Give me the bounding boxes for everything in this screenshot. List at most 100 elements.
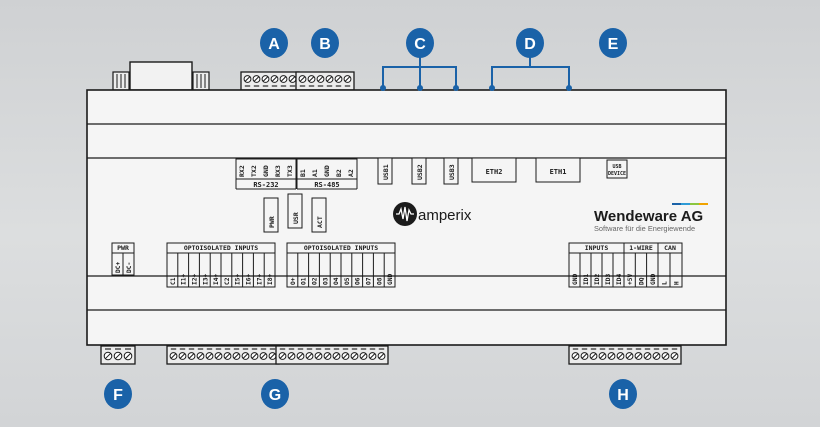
usb-port: USB3 [443,157,459,185]
pin-label: DC+ [115,262,122,273]
screw-icon [279,75,288,83]
ethernet-ports: ETH2 ETH1 [471,157,581,183]
pin-label: O4 [333,277,340,285]
led-label: USR [292,212,300,224]
screw-icon [296,352,305,360]
screw-icon [113,351,123,361]
screw-icon [252,75,261,83]
screw-icon [625,352,634,360]
screw-icon [169,352,178,360]
screw-icon [232,352,241,360]
screw-icon [350,352,359,360]
rs232-pin-label: RX2 [238,165,246,177]
pin-group-header: OPTOISOLATED INPUTS [184,244,258,252]
callout-e: E [599,28,627,58]
screw-icon [589,352,598,360]
screw-icon [196,352,205,360]
pin-label: GND [650,274,657,285]
screw-icon [243,75,252,83]
port-markers [380,85,572,91]
screw-icon [580,352,589,360]
screw-icon [287,352,296,360]
pin-label: C1 [170,277,177,285]
rs485-pin-label: B1 [299,169,307,177]
led-indicator: PWR [263,197,279,233]
screw-icon [298,75,307,83]
pin-label: O+ [290,277,297,285]
pin-label: ID4 [616,274,623,285]
rs232-pin-label: TX2 [250,165,258,177]
screw-icon [343,75,352,83]
usb-ports: USB1 USB2 USB3 [377,157,459,185]
screw-icon [616,352,625,360]
pin-label: O8 [376,277,383,285]
pin-label: I3+ [202,274,209,285]
screw-icon [205,352,214,360]
rs485-pin-label: A2 [347,169,355,177]
usb-port-label: USB3 [448,164,456,180]
company-slogan: Software für die Energiewende [594,224,695,233]
pin-group-header: CAN [664,244,676,252]
screw-icon [241,352,250,360]
wendeware-brand: Wendeware AG Software für die Energiewen… [594,203,708,233]
pin-label: GND [387,274,394,285]
callout-b: B [311,28,339,58]
led-indicator: USR [287,193,303,229]
screw-icon [316,75,325,83]
callout-d: D [516,28,544,58]
screw-icon [323,352,332,360]
screw-icon [368,352,377,360]
terminal-block-g-left [166,345,280,365]
rs485-label: RS-485 [314,181,339,189]
callout-d-label: D [524,36,536,53]
pin-label: O1 [301,277,308,285]
screw-icon [305,352,314,360]
rs485-pin-label: B2 [335,169,343,177]
screw-icon [250,352,259,360]
ethernet-port-label: ETH1 [550,168,567,176]
sub-d-connector [112,61,210,91]
led-indicator: ACT [311,197,327,233]
pin-label: O6 [355,277,362,285]
pin-label: ID1 [583,274,590,285]
pin-label: I6+ [246,274,253,285]
pin-group-header: INPUTS [585,244,609,252]
pin-label: I5+ [235,274,242,285]
led-label: ACT [316,216,324,228]
screw-icon [288,75,297,83]
terminal-block-g-right [275,345,389,365]
usb-port: USB2 [411,157,427,185]
callouts: A B C D E F G H [104,28,637,409]
usb-device-port: USB DEVICE [606,159,628,179]
screw-icon [325,75,334,83]
pin-label: O2 [312,277,319,285]
screw-icon [214,352,223,360]
callout-g: G [261,379,289,409]
pin-group-header: OPTOISOLATED INPUTS [304,244,378,252]
usb-port-label: USB1 [382,164,390,180]
callout-e-label: E [608,36,619,53]
pin-label: I4+ [213,274,220,285]
callout-g-label: G [269,387,281,404]
rs485-pin-label: A1 [311,169,319,177]
callout-leaders [382,56,570,88]
pin-label: I7+ [256,274,263,285]
screw-icon [359,352,368,360]
ethernet-port: ETH2 [471,157,517,183]
terminal-block-h [568,345,682,365]
pin-group-header: 1-WIRE [629,244,653,252]
pin-label: +5V [627,274,634,285]
pin-label: I1+ [181,274,188,285]
screw-icon [341,352,350,360]
ethernet-port-label: ETH2 [486,168,503,176]
screw-icon [607,352,616,360]
pin-label: ID2 [594,274,601,285]
pin-label: C2 [224,277,231,285]
pin-label: DC- [126,262,133,273]
